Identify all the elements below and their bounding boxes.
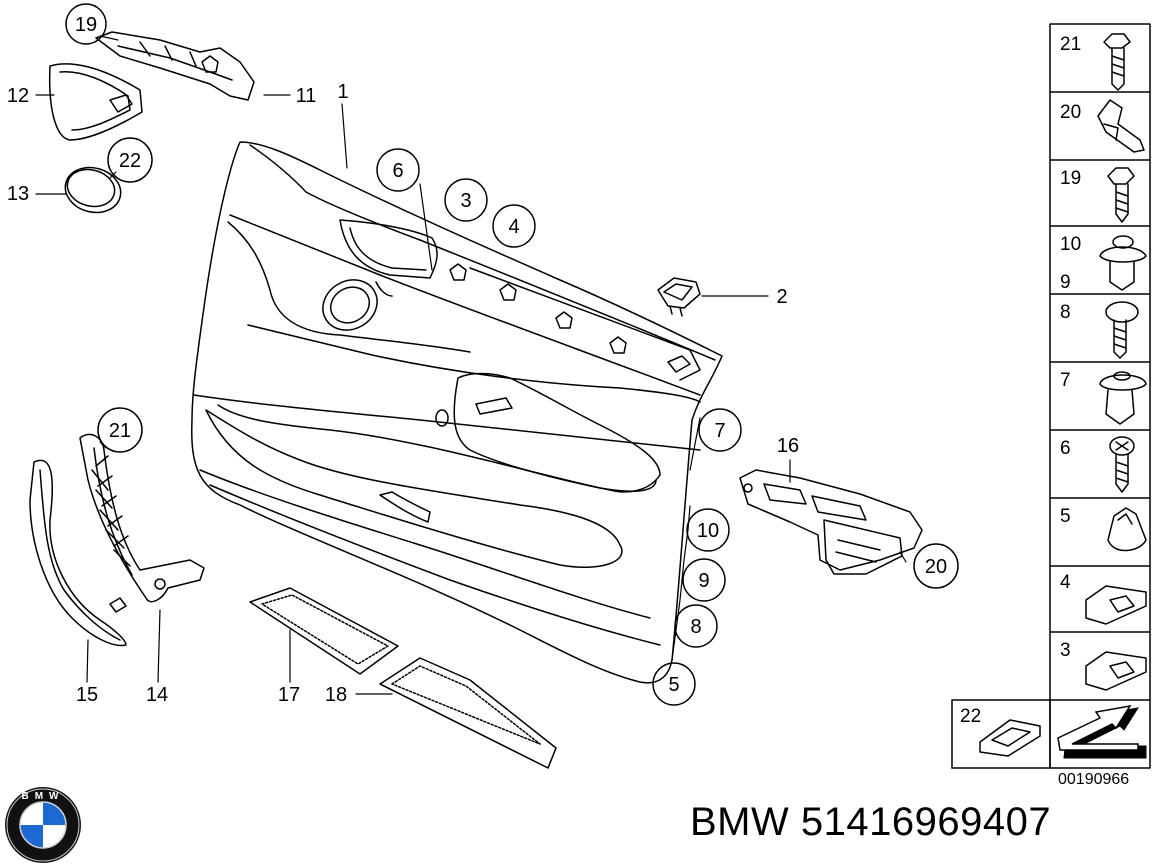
parts-table-labels: 21 20 19 10 9 8 7 6 5 4 3 22 — [960, 34, 1081, 727]
callout-6: 6 — [392, 160, 403, 182]
logo-text: BMW — [22, 791, 65, 802]
callout-18: 18 — [325, 684, 347, 706]
screw-icon — [1105, 301, 1139, 359]
bmw-logo: BMW — [5, 787, 81, 863]
callout-5: 5 — [668, 674, 679, 696]
callout-19: 19 — [75, 14, 97, 36]
table-label-22: 22 — [960, 706, 981, 727]
callout-11: 11 — [296, 85, 317, 107]
callout-21: 21 — [109, 420, 131, 442]
callout-15: 15 — [76, 684, 98, 706]
speaker-grille-17 — [249, 587, 399, 675]
clip-icon — [1085, 585, 1147, 625]
clip-icon — [1097, 99, 1145, 153]
callout-4: 4 — [508, 216, 519, 238]
callout-14: 14 — [146, 684, 168, 706]
callout-17: 17 — [278, 684, 300, 706]
callout-13: 13 — [7, 183, 29, 205]
table-label-4: 4 — [1060, 572, 1071, 593]
callout-12: 12 — [7, 85, 29, 107]
callout-16: 16 — [777, 435, 799, 457]
callout-circles — [65, 3, 959, 706]
door-pull-handle-14 — [79, 433, 205, 603]
handle-trim-15 — [29, 459, 127, 647]
table-label-7: 7 — [1060, 370, 1071, 391]
callout-2: 2 — [776, 286, 787, 308]
cover-cap-icon — [979, 719, 1041, 757]
parts-table-frame — [951, 23, 1151, 769]
screw-icon — [1107, 167, 1135, 223]
callout-7: 7 — [714, 420, 725, 442]
push-rivet-icon — [1099, 371, 1147, 425]
page-title: BMW 51416969407 — [690, 800, 1052, 844]
table-label-3: 3 — [1060, 640, 1071, 661]
callout-20: 20 — [925, 556, 947, 578]
callout-9: 9 — [698, 570, 709, 592]
clip-icon — [1085, 651, 1147, 691]
clip-icon — [1107, 507, 1147, 552]
screw-icon — [1109, 436, 1135, 493]
table-label-19: 19 — [1060, 168, 1081, 189]
table-label-20: 20 — [1060, 102, 1081, 123]
clip-part-2 — [657, 277, 701, 317]
table-label-8: 8 — [1060, 302, 1071, 323]
speaker-grille-18 — [379, 657, 557, 769]
table-label-10: 10 — [1060, 234, 1081, 255]
table-label-5: 5 — [1060, 506, 1071, 527]
grab-handle-insert — [48, 63, 143, 141]
expanding-rivet-icon — [1099, 235, 1147, 291]
table-label-9: 9 — [1060, 272, 1071, 293]
callout-10: 10 — [697, 520, 719, 542]
screw-icon — [1103, 33, 1131, 91]
callout-labels: 19 12 11 1 22 13 6 3 4 2 7 16 21 10 9 8 … — [7, 14, 947, 706]
door-trim-panel — [191, 141, 723, 684]
leader-lines — [35, 35, 907, 695]
callout-22: 22 — [119, 150, 141, 172]
callout-1: 1 — [337, 81, 348, 103]
document-number: 00190966 — [1058, 771, 1130, 788]
handle-carrier — [95, 31, 255, 101]
window-switch-carrier — [739, 469, 923, 575]
speaker-cover — [64, 166, 122, 214]
callout-3: 3 — [460, 190, 471, 212]
arrow-icon — [1057, 704, 1147, 759]
callout-8: 8 — [690, 616, 701, 638]
table-label-6: 6 — [1060, 438, 1071, 459]
table-label-21: 21 — [1060, 34, 1081, 55]
